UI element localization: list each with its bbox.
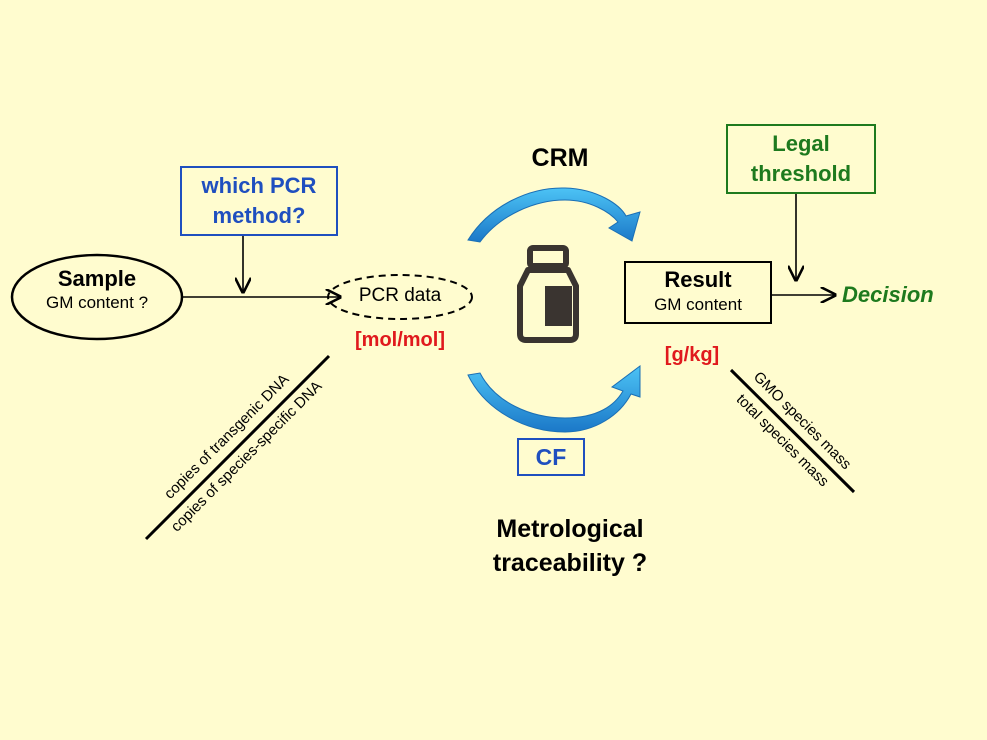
mol-unit: [mol/mol] [355, 329, 445, 351]
crm-curved-arrow [467, 187, 641, 243]
result-title: Result [664, 267, 732, 292]
crm-label: CRM [531, 144, 589, 172]
pcr-method-box: which PCR method? [180, 166, 338, 236]
left-fraction-bar [144, 354, 331, 541]
traceability-line1: Metrological [496, 515, 644, 543]
right-fraction-bar [729, 368, 856, 494]
sample-node: Sample GM content ? [12, 266, 182, 314]
traceability-label: Metrological traceability ? [460, 512, 680, 580]
cf-curved-arrow [467, 365, 641, 433]
result-subtitle: GM content [654, 295, 742, 314]
sample-subtitle: GM content ? [45, 293, 149, 312]
legal-line2: threshold [750, 161, 852, 186]
pcr-method-line2: method? [212, 203, 306, 228]
sample-title: Sample [57, 266, 137, 291]
cf-box: CF [517, 438, 585, 476]
pcr-method-line1: which PCR [201, 173, 317, 198]
decision-label: Decision [842, 282, 934, 307]
legal-threshold-box: Legal threshold [726, 124, 876, 194]
pcr-data-label: PCR data [358, 285, 442, 306]
gkg-unit: [g/kg] [664, 344, 720, 366]
traceability-line2: traceability ? [492, 549, 648, 577]
legal-line1: Legal [772, 131, 830, 156]
vial-icon [517, 245, 579, 343]
result-box: Result GM content [624, 261, 772, 324]
